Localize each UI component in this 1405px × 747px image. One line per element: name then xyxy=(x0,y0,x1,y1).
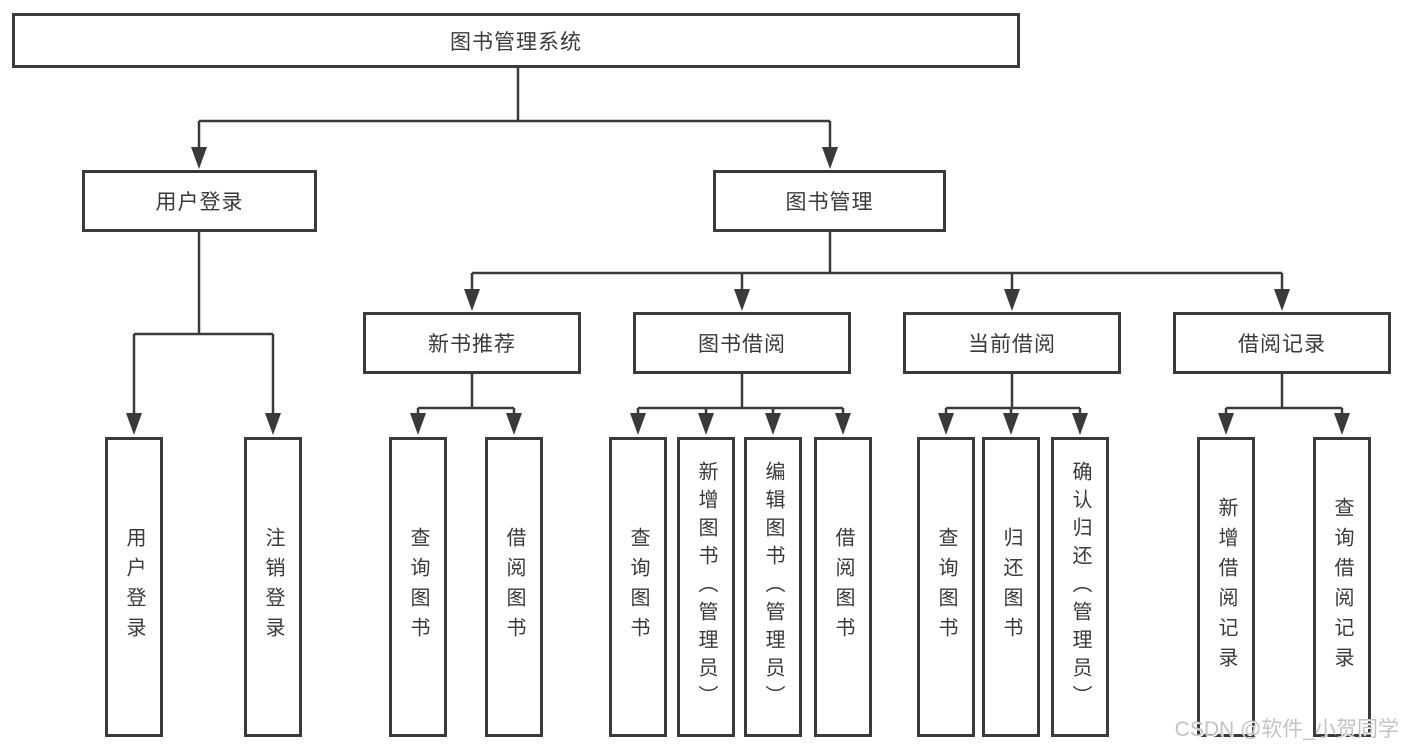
leaf-current-query-book: 查询图书 xyxy=(917,437,975,737)
leaf-label: 查询图书 xyxy=(627,527,649,647)
arrow-down-icon xyxy=(630,413,646,435)
leaf-label: 借阅图书 xyxy=(503,527,525,647)
connector-new-book-recommend-branch xyxy=(416,374,516,414)
leaf-confirm-return-admin: 确认归还（管理员） xyxy=(1051,437,1109,737)
arrow-down-icon xyxy=(1218,413,1234,435)
leaf-return-book: 归还图书 xyxy=(982,437,1040,737)
connector-book-management-branch xyxy=(470,232,1284,291)
arrow-down-icon xyxy=(1004,289,1020,311)
leaf-add-borrow-record: 新增借阅记录 xyxy=(1197,437,1255,737)
arrow-down-icon xyxy=(734,289,750,311)
node-book-management: 图书管理 xyxy=(713,170,946,232)
connector-book-borrow-branch xyxy=(636,374,845,414)
arrow-down-icon xyxy=(1072,413,1088,435)
connector-user-login-branch xyxy=(132,232,275,414)
arrowheads xyxy=(126,147,1350,435)
arrow-down-icon xyxy=(835,413,851,435)
leaf-label: 新增借阅记录 xyxy=(1215,497,1237,677)
connector-root-to-level2 xyxy=(197,67,832,149)
leaf-recommend-borrow-book: 借阅图书 xyxy=(485,437,543,737)
arrow-down-icon xyxy=(464,289,480,311)
arrow-down-icon xyxy=(822,147,838,169)
leaf-label: 查询借阅记录 xyxy=(1331,497,1353,677)
leaf-query-borrow-record: 查询借阅记录 xyxy=(1313,437,1371,737)
arrow-down-icon xyxy=(506,413,522,435)
arrow-down-icon xyxy=(1003,413,1019,435)
leaf-label: 注销登录 xyxy=(262,527,284,647)
node-book-borrow: 图书借阅 xyxy=(633,312,851,374)
arrow-down-icon xyxy=(126,413,142,435)
leaf-logout: 注销登录 xyxy=(244,437,302,737)
leaf-user-login: 用户登录 xyxy=(105,437,163,737)
leaf-label: 确认归还（管理员） xyxy=(1069,461,1091,713)
arrow-down-icon xyxy=(410,413,426,435)
arrow-down-icon xyxy=(765,413,781,435)
node-new-book-recommend: 新书推荐 xyxy=(363,312,581,374)
arrow-down-icon xyxy=(1274,289,1290,311)
leaf-edit-book-admin: 编辑图书（管理员） xyxy=(744,437,802,737)
connector-current-borrow-branch xyxy=(944,374,1082,414)
leaf-borrow-query-book: 查询图书 xyxy=(609,437,667,737)
leaf-recommend-query-book: 查询图书 xyxy=(389,437,447,737)
node-root-library-management-system: 图书管理系统 xyxy=(12,13,1020,68)
leaf-borrow-book: 借阅图书 xyxy=(814,437,872,737)
arrow-down-icon xyxy=(1334,413,1350,435)
leaf-label: 查询图书 xyxy=(407,527,429,647)
leaf-add-book-admin: 新增图书（管理员） xyxy=(677,437,735,737)
arrow-down-icon xyxy=(938,413,954,435)
arrow-down-icon xyxy=(698,413,714,435)
leaf-label: 归还图书 xyxy=(1000,527,1022,647)
node-user-login: 用户登录 xyxy=(82,170,317,232)
connector-borrow-records-branch xyxy=(1224,374,1344,414)
leaf-label: 查询图书 xyxy=(935,527,957,647)
arrow-down-icon xyxy=(265,413,281,435)
node-current-borrow: 当前借阅 xyxy=(903,312,1121,374)
leaf-label: 编辑图书（管理员） xyxy=(762,461,784,713)
arrow-down-icon xyxy=(191,147,207,169)
leaf-label: 用户登录 xyxy=(123,527,145,647)
leaf-label: 新增图书（管理员） xyxy=(695,461,717,713)
leaf-label: 借阅图书 xyxy=(832,527,854,647)
node-borrow-records: 借阅记录 xyxy=(1173,312,1391,374)
csdn-watermark: CSDN @软件_小贺同学 xyxy=(1174,718,1399,741)
